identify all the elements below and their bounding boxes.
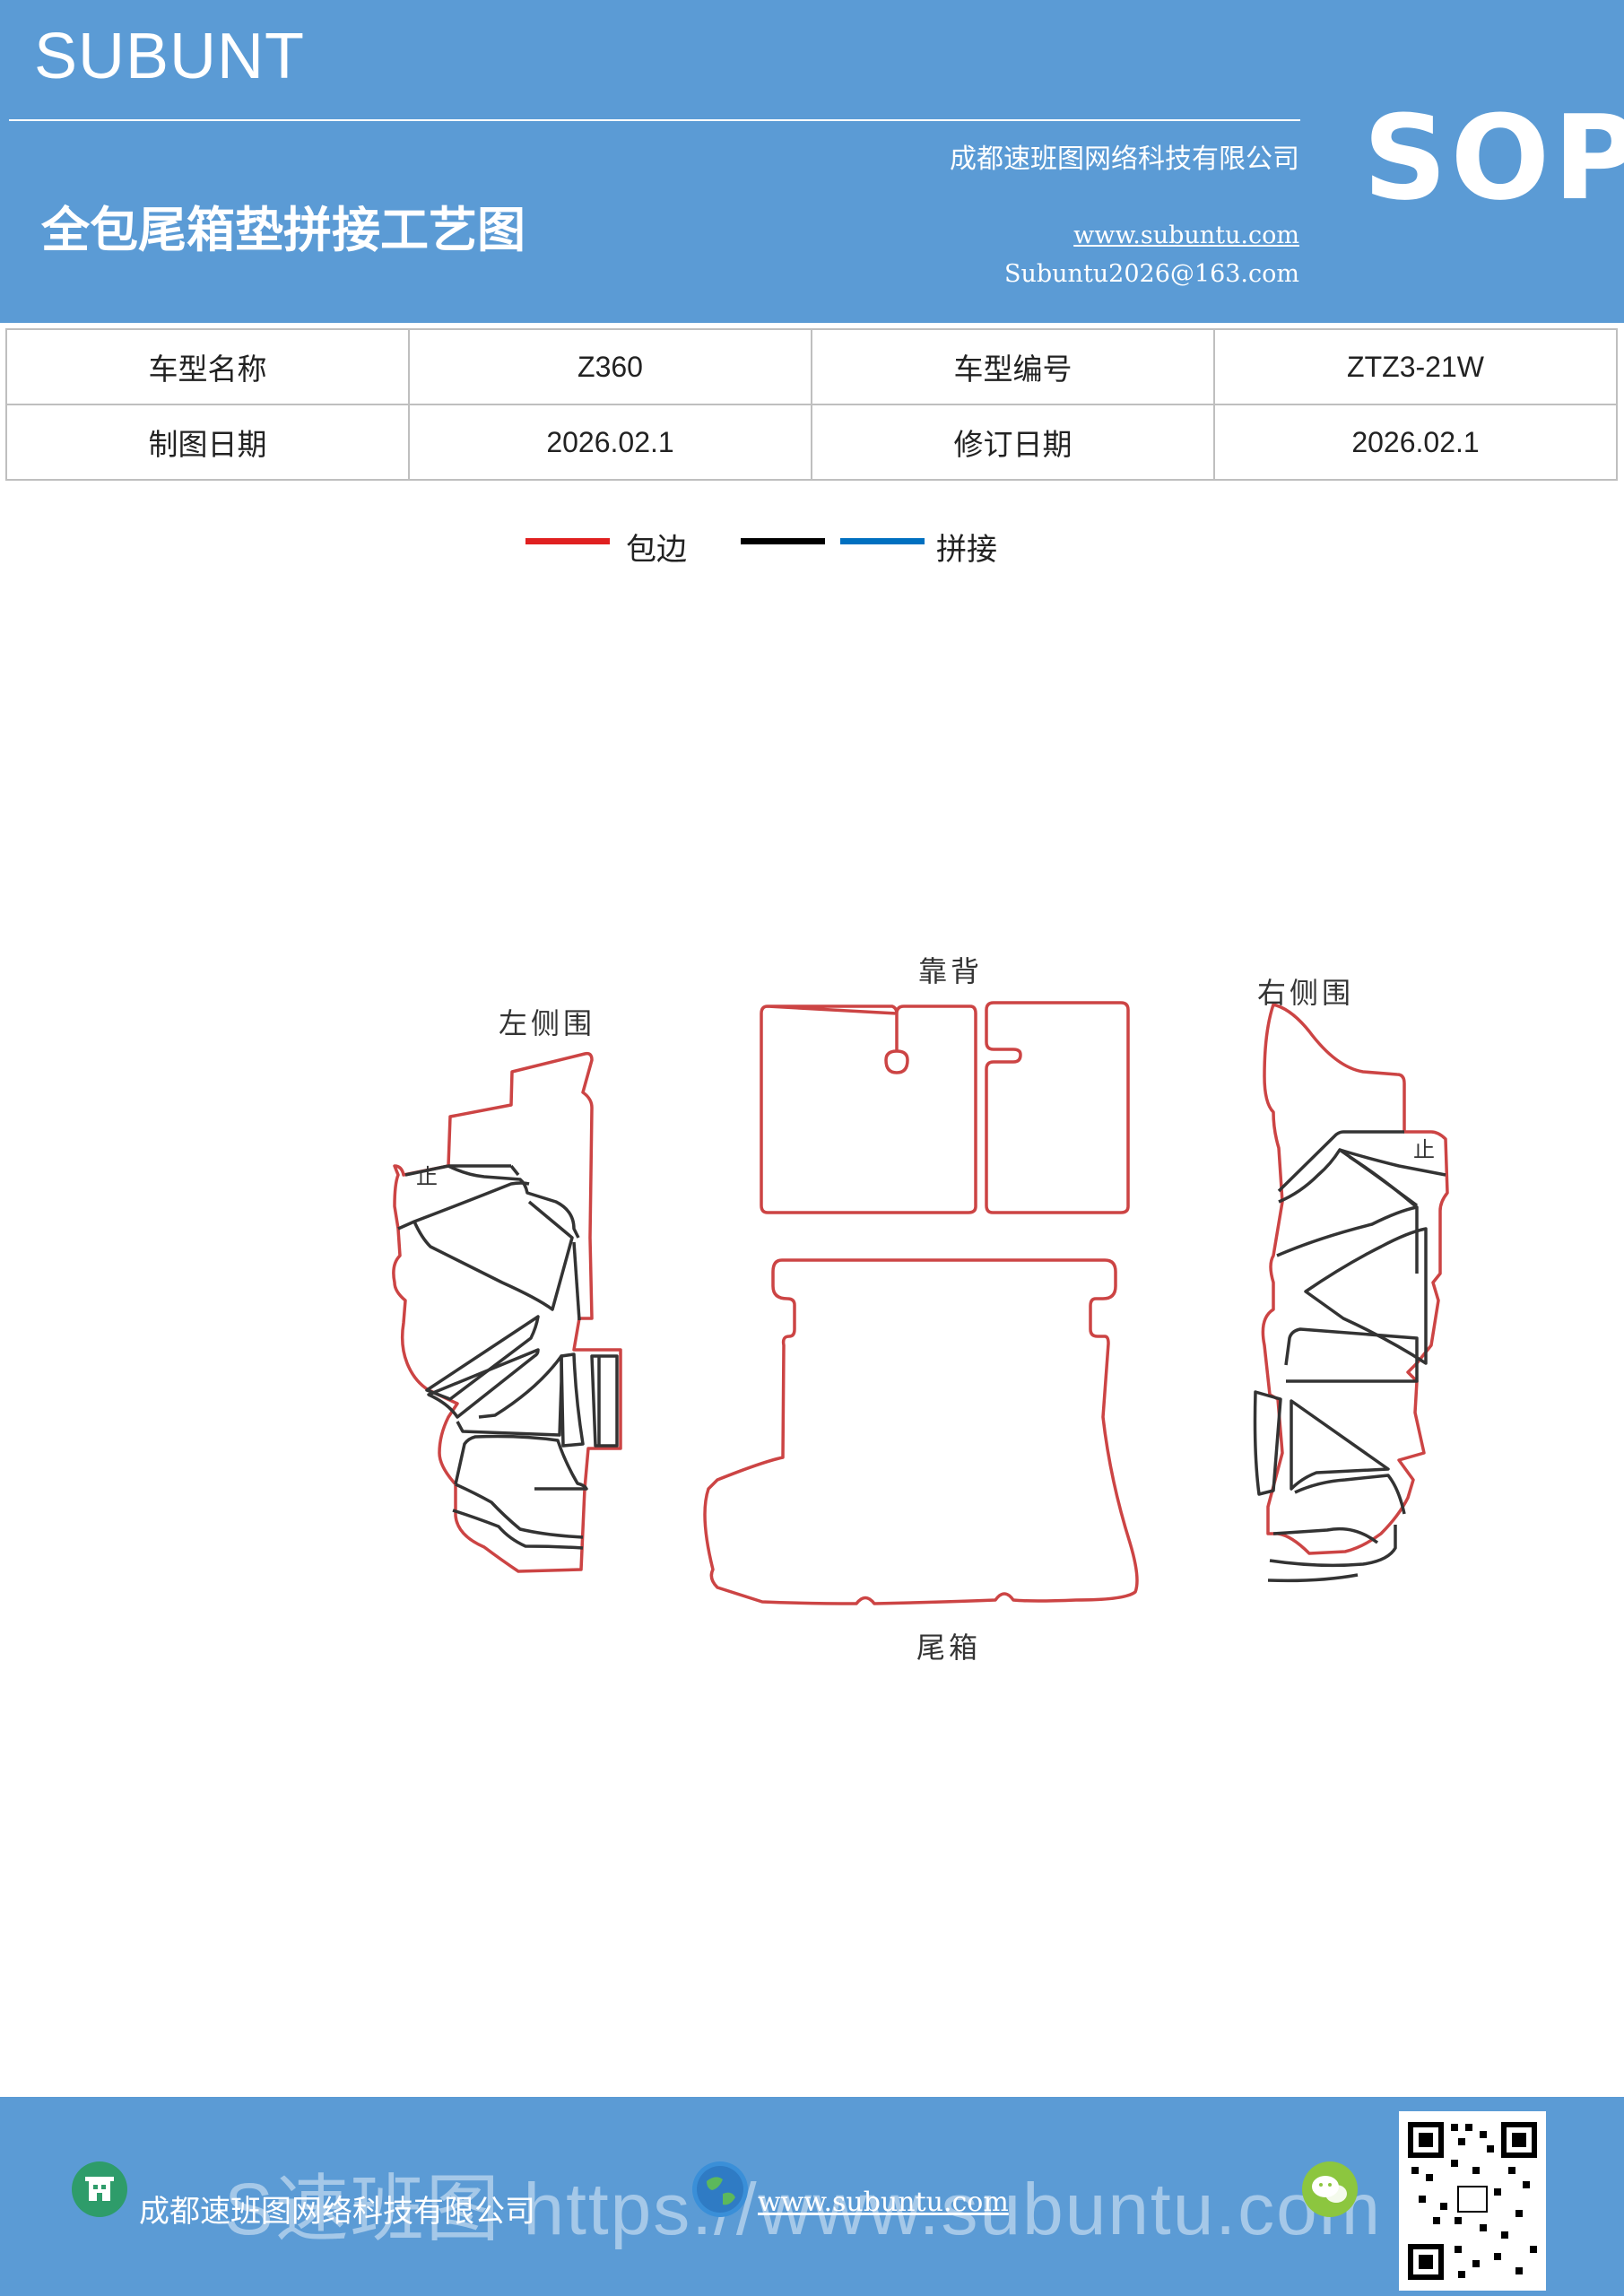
qr-code	[1399, 2111, 1546, 2291]
left-side-seams	[397, 1164, 619, 1550]
draw-date-value: 2026.02.1	[408, 404, 812, 481]
table-row: 制图日期 2026.02.1 修订日期 2026.02.1	[5, 404, 1618, 481]
backrest-right-panel	[985, 1001, 1130, 1214]
legend-black-swatch	[741, 538, 825, 544]
model-name-label: 车型名称	[5, 328, 410, 405]
revision-date-value: 2026.02.1	[1213, 404, 1618, 481]
right-side-label: 右侧围	[1257, 976, 1355, 1010]
page-header: SUBUNT SOP 全包尾箱垫拼接工艺图 成都速班图网络科技有限公司 www.…	[0, 0, 1624, 323]
stop-mark-right: 止	[1413, 1137, 1435, 1162]
legend: 包边 拼接	[0, 525, 1624, 578]
header-divider	[9, 119, 1300, 121]
website-link[interactable]: www.subuntu.com	[1073, 222, 1299, 249]
company-name: 成都速班图网络科技有限公司	[950, 144, 1299, 175]
page-footer: S速班图 https://www.subuntu.com 成都速班图网络科技有限…	[0, 2097, 1624, 2296]
legend-splice-label: 拼接	[936, 532, 997, 568]
backrest-left-panel	[760, 1004, 977, 1214]
vehicle-info-table: 车型名称 Z360 车型编号 ZTZ3-21W 制图日期 2026.02.1 修…	[5, 328, 1618, 481]
right-side-outline	[1261, 1003, 1449, 1555]
wechat-icon	[1302, 2161, 1358, 2217]
legend-edge-swatch	[525, 538, 610, 544]
backrest-label: 靠背	[918, 954, 984, 988]
legend-blue-swatch	[840, 538, 925, 544]
sop-badge: SOP	[1363, 90, 1624, 226]
table-row: 车型名称 Z360 车型编号 ZTZ3-21W	[5, 328, 1618, 405]
email-address: Subuntu2026@163.com	[1004, 260, 1299, 288]
brand-name: SUBUNT	[34, 21, 306, 92]
footer-website[interactable]: www.subuntu.com	[758, 2187, 1009, 2218]
legend-edge-label: 包边	[626, 532, 687, 568]
model-code-label: 车型编号	[811, 328, 1215, 405]
globe-icon	[692, 2161, 748, 2217]
trunk-label: 尾箱	[916, 1631, 982, 1665]
revision-date-label: 修订日期	[811, 404, 1215, 481]
draw-date-label: 制图日期	[5, 404, 410, 481]
footer-company: 成都速班图网络科技有限公司	[139, 2194, 535, 2230]
stop-mark-left: 止	[416, 1164, 438, 1189]
trunk-floor-panel	[703, 1258, 1139, 1605]
model-code-value: ZTZ3-21W	[1213, 328, 1618, 405]
document-title: 全包尾箱垫拼接工艺图	[41, 201, 525, 258]
model-name-value: Z360	[408, 328, 812, 405]
right-side-seams	[1253, 1130, 1446, 1583]
left-side-outline	[392, 1051, 622, 1573]
footer-watermark: S速班图 https://www.subuntu.com	[224, 2169, 1383, 2250]
left-side-label: 左侧围	[499, 1006, 596, 1040]
building-icon	[72, 2161, 127, 2217]
